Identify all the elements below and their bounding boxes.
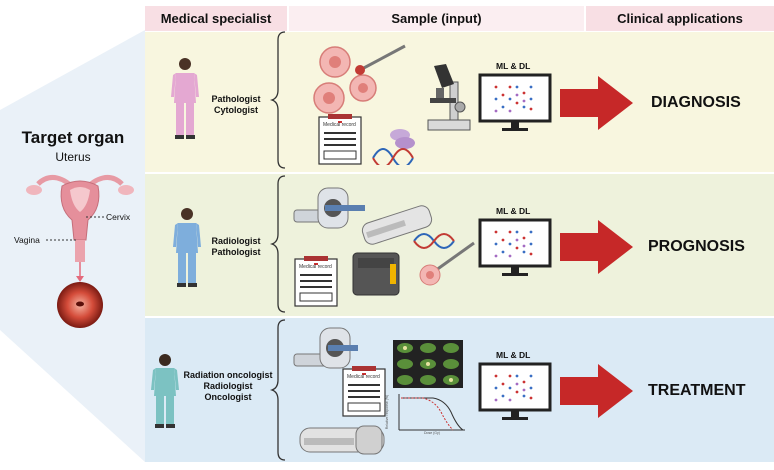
microscope-icon xyxy=(427,64,471,131)
specialist-pathologist: Pathologist xyxy=(211,94,261,104)
radiologist-figure-icon xyxy=(173,208,201,287)
outcome-treatment: TREATMENT xyxy=(648,382,746,399)
specialist-radiation-oncologist: Radiation oncologist xyxy=(183,370,273,380)
ml-monitor-icon-2 xyxy=(478,218,552,276)
ml-label-2: ML & DL xyxy=(496,206,531,216)
ct-slices-icon xyxy=(393,340,463,388)
ml-label-1: ML & DL xyxy=(496,61,531,71)
row3-specialists: Radiation oncologist Radiologist Oncolog… xyxy=(178,370,278,403)
arrow-treatment xyxy=(560,364,633,418)
medical-record-icon-3 xyxy=(342,366,386,417)
row1-specialists: Pathologist Cytologist xyxy=(196,94,276,116)
specialist-radiologist-3: Radiologist xyxy=(203,381,253,391)
ml-label-3: ML & DL xyxy=(496,350,531,360)
cervix-photo xyxy=(57,282,103,328)
cervix-label: Cervix xyxy=(106,212,131,222)
header-applications: Clinical applications xyxy=(586,6,774,31)
organ-title: Target organ xyxy=(21,128,125,147)
specialist-radiologist: Radiologist xyxy=(211,236,261,246)
dose-response-curve xyxy=(398,394,465,431)
row-band-prognosis xyxy=(145,174,774,316)
cytology-samples-icon xyxy=(313,44,415,165)
record-label-2: Medical record xyxy=(299,264,332,270)
header-sample: Sample (input) xyxy=(289,6,584,31)
pathologist-figure-icon xyxy=(171,58,199,139)
linac-icon xyxy=(293,327,358,369)
medical-record-icon xyxy=(318,114,362,165)
bed-scanner-icon xyxy=(299,425,385,455)
specialist-oncologist: Oncologist xyxy=(204,392,252,402)
record-label-1: Medical record xyxy=(323,122,356,128)
outcome-diagnosis: DIAGNOSIS xyxy=(651,94,741,111)
ml-monitor-icon-3 xyxy=(478,362,552,420)
dna-swab-icon xyxy=(413,233,475,286)
imaging-scanners-icon xyxy=(293,187,433,245)
vagina-label: Vagina xyxy=(14,235,40,245)
specialist-cytologist: Cytologist xyxy=(214,105,258,115)
ml-monitor-icon-1 xyxy=(478,73,552,131)
medical-record-icon-2 xyxy=(294,256,338,307)
record-label-3: Medical record xyxy=(347,374,380,380)
curve-xlabel: Dose (Gy) xyxy=(424,431,440,435)
uterus-icon xyxy=(26,174,134,282)
row2-specialists: Radiologist Pathologist xyxy=(196,236,276,258)
arrow-prognosis xyxy=(560,220,633,274)
oncologist-figure-icon xyxy=(151,354,179,428)
arrow-diagnosis xyxy=(560,76,633,130)
sequencer-icon xyxy=(352,252,400,296)
organ-funnel xyxy=(0,30,145,462)
row-brackets xyxy=(270,31,286,461)
outcome-prognosis: PROGNOSIS xyxy=(648,238,745,255)
specialist-pathologist-2: Pathologist xyxy=(211,247,261,257)
header-specialist: Medical specialist xyxy=(145,6,287,31)
organ-name: Uterus xyxy=(55,150,91,164)
